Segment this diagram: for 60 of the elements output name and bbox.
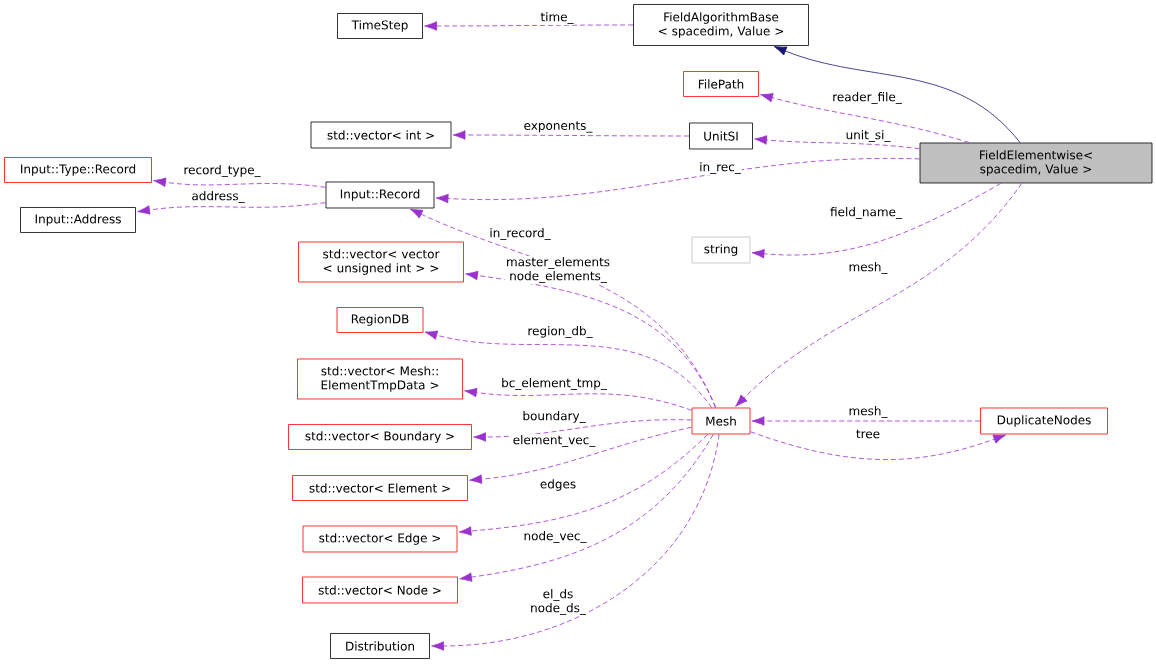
edge-label: mesh_: [847, 405, 889, 419]
edge-label: edges: [538, 478, 578, 492]
class-box: std::vector< Edge >: [302, 525, 458, 553]
arrow: [452, 130, 690, 140]
edge-label: address_: [190, 190, 246, 204]
class-box: TimeStep: [337, 13, 423, 39]
arrow: [153, 177, 326, 188]
arrow: [465, 270, 716, 408]
edge-label: mesh_: [847, 261, 889, 275]
edge-label: unit_si_: [844, 129, 892, 143]
class-box: Input::Type::Record: [4, 157, 152, 183]
edge-label: element_vec_: [511, 434, 597, 448]
edge-label: tree: [854, 428, 882, 440]
class-box: std::vector< vector < unsigned int > >: [298, 241, 464, 283]
class-box: Input::Record: [325, 181, 435, 209]
arrow: [773, 46, 1021, 143]
class-box: FieldAlgorithmBase < spacedim, Value >: [633, 4, 809, 46]
class-box: std::vector< Node >: [302, 576, 458, 604]
class-box: string: [691, 236, 751, 264]
edge-label: time_: [539, 11, 575, 25]
class-box: UnitSI: [689, 122, 753, 150]
arrow: [751, 416, 981, 426]
arrow: [750, 431, 1006, 460]
arrow: [735, 183, 1023, 407]
edge-label: boundary_: [521, 410, 587, 424]
arrow: [137, 202, 326, 215]
arrow: [754, 135, 920, 150]
edge-label: in_record_: [488, 227, 552, 241]
class-box: Mesh: [691, 407, 751, 435]
class-box: Input::Address: [20, 207, 136, 233]
arrow: [760, 93, 970, 143]
class-box: std::vector< Boundary >: [288, 424, 472, 450]
arrow: [751, 183, 1002, 259]
arrow: [458, 434, 708, 536]
class-box: RegionDB: [336, 307, 424, 333]
edge-label: in_rec_: [698, 161, 742, 175]
arrow: [459, 434, 714, 582]
edge-label: el_ds node_ds_: [527, 588, 589, 616]
arrow: [464, 387, 692, 411]
arrow: [424, 21, 634, 31]
arrow: [469, 426, 692, 484]
arrow: [431, 434, 720, 651]
class-box: DuplicateNodes: [980, 407, 1108, 435]
class-box: std::vector< Mesh:: ElementTmpData >: [297, 358, 463, 400]
edge-label: node_vec_: [522, 530, 588, 544]
class-box: Distribution: [330, 633, 430, 659]
class-box: FilePath: [683, 71, 759, 97]
class-box: std::vector< Element >: [292, 475, 468, 501]
arrow: [435, 158, 920, 204]
edge-label: field_name_: [829, 206, 903, 220]
arrow: [473, 419, 692, 442]
edge-label: region_db_: [526, 325, 594, 339]
edge-label: record_type_: [182, 164, 262, 178]
edge-label: bc_element_tmp_: [500, 377, 608, 391]
edge-label: reader_file_: [831, 91, 903, 105]
class-box: std::vector< int >: [310, 121, 452, 149]
edge-label: exponents_: [522, 120, 594, 134]
edge-label: master_elements node_elements_: [504, 256, 612, 284]
arrow: [424, 330, 713, 408]
class-box: FieldElementwise< spacedim, Value >: [919, 142, 1153, 184]
